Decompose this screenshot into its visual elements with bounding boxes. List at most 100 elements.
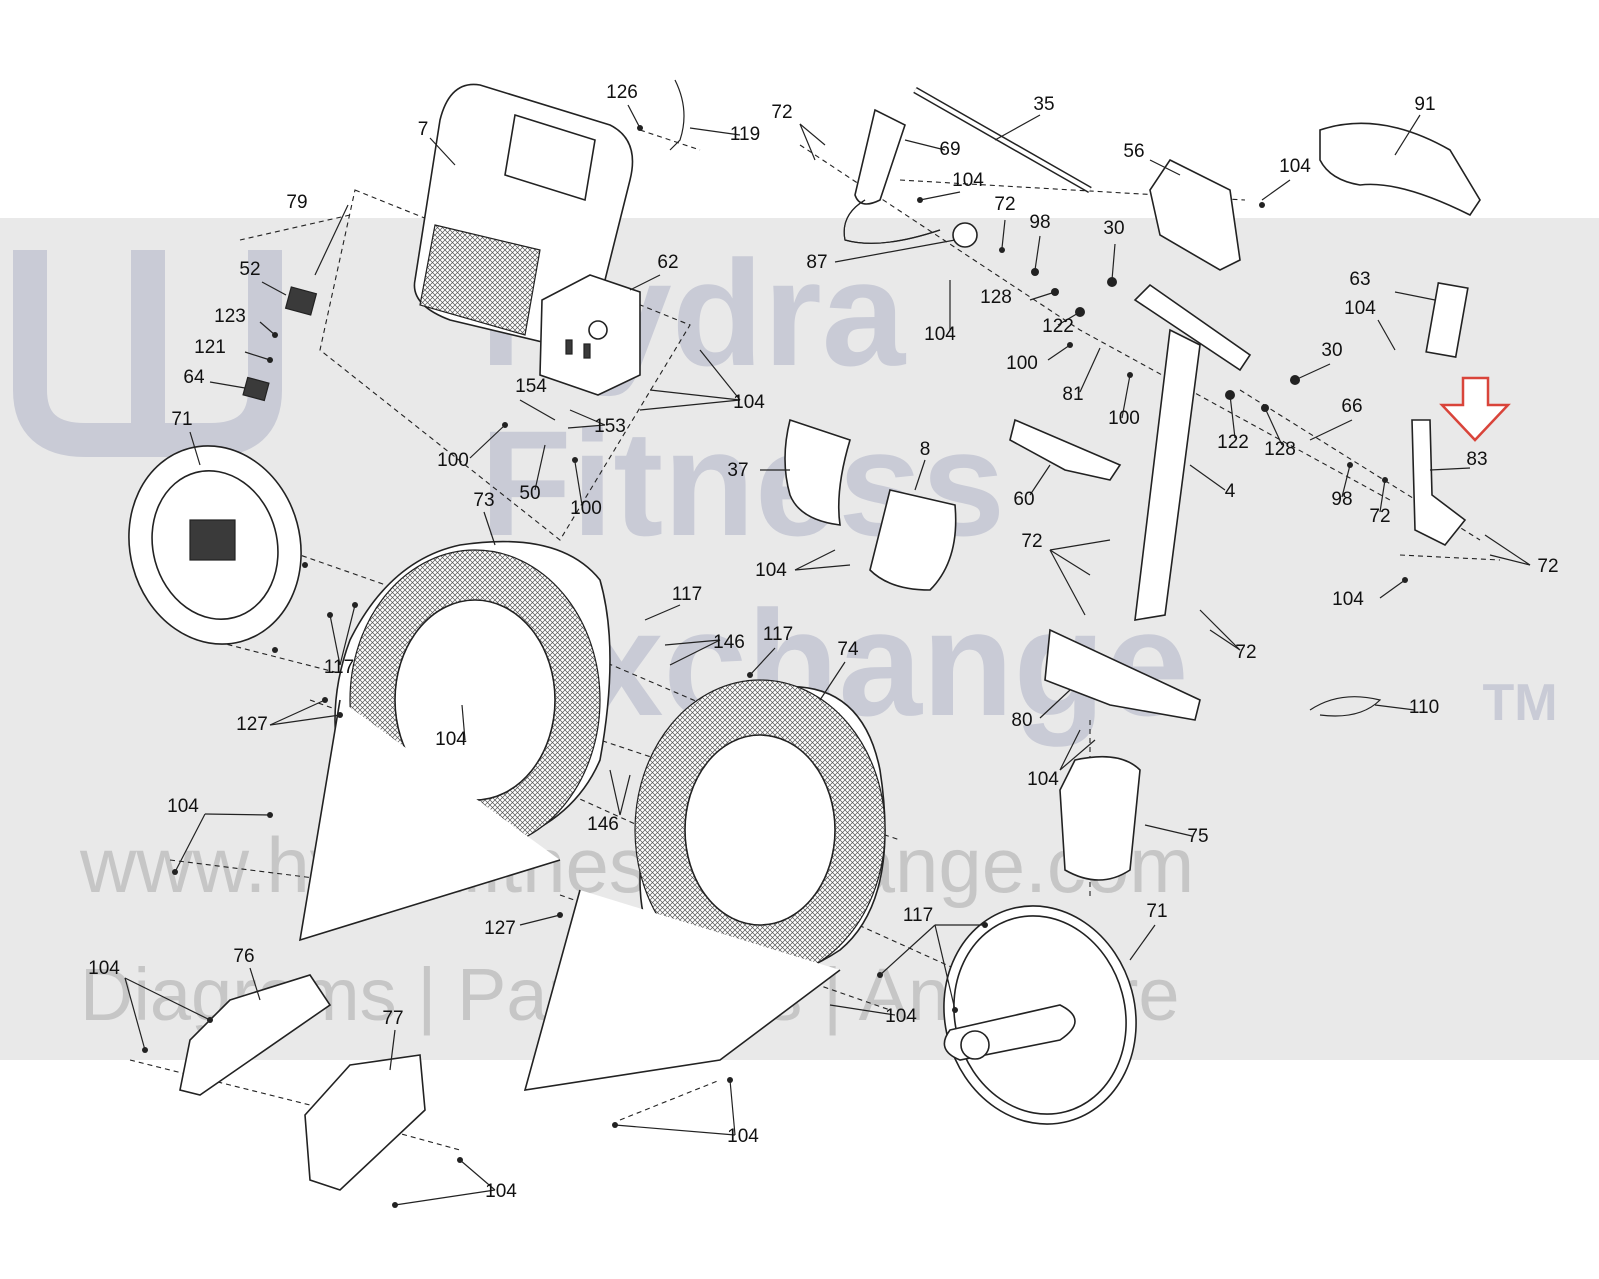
part-callout-label: 119 bbox=[730, 124, 760, 145]
part-callout-label: 104 bbox=[435, 729, 467, 750]
fastener-dots bbox=[142, 125, 1408, 1208]
part-callout-label: 74 bbox=[837, 639, 859, 660]
part-callout-label: 117 bbox=[324, 657, 354, 678]
part-callout-label: 117 bbox=[903, 905, 933, 926]
part-callout-label: 72 bbox=[994, 194, 1015, 215]
part-callout-label: 63 bbox=[1349, 269, 1370, 290]
callout-leader-lines bbox=[124, 104, 1531, 1206]
watermark-logo bbox=[13, 250, 282, 457]
part-callout-label: 104 bbox=[924, 324, 956, 345]
part-hardware-stack bbox=[242, 204, 349, 402]
part-callout-label: 7 bbox=[418, 119, 429, 140]
part-callout-label: 72 bbox=[771, 102, 792, 123]
part-callout-label: 117 bbox=[763, 624, 793, 645]
part-callout-label: 127 bbox=[484, 918, 516, 939]
part-cable-110 bbox=[1309, 696, 1382, 717]
part-callout-label: 72 bbox=[1235, 642, 1256, 663]
part-callout-label: 8 bbox=[920, 439, 931, 460]
part-callout-label: 117 bbox=[672, 584, 702, 605]
part-callout-label: 104 bbox=[885, 1006, 917, 1027]
part-left-shroud bbox=[298, 540, 611, 942]
part-callout-label: 75 bbox=[1187, 826, 1208, 847]
part-callout-label: 52 bbox=[239, 259, 260, 280]
part-callout-label: 100 bbox=[1108, 408, 1140, 429]
part-callout-label: 76 bbox=[233, 946, 254, 967]
callout-labels: 126 119 7 72 35 91 69 56 104 104 79 72 98 30 87 62 52 128… bbox=[88, 82, 1558, 1202]
part-callout-label: 110 bbox=[1409, 697, 1439, 718]
part-callout-label: 72 bbox=[1369, 506, 1390, 527]
part-callout-label: 146 bbox=[713, 632, 745, 653]
part-flywheel-left bbox=[128, 445, 302, 645]
part-callout-label: 64 bbox=[183, 367, 205, 388]
part-right-shroud bbox=[523, 679, 886, 1091]
part-callout-label: 100 bbox=[570, 498, 602, 519]
part-callout-label: 128 bbox=[1264, 439, 1296, 460]
part-cover-37 bbox=[784, 418, 851, 526]
part-callout-label: 122 bbox=[1042, 316, 1074, 337]
part-callout-label: 71 bbox=[1146, 901, 1167, 922]
part-callout-label: 50 bbox=[519, 483, 540, 504]
part-callout-label: 100 bbox=[437, 450, 469, 471]
part-stabilizer-cover-75 bbox=[1059, 755, 1141, 881]
part-callout-label: 80 bbox=[1011, 710, 1032, 731]
part-callout-label: 73 bbox=[473, 490, 494, 511]
part-callout-label: 37 bbox=[727, 460, 748, 481]
part-callout-label: 100 bbox=[1006, 353, 1038, 374]
part-cover-60 bbox=[1009, 418, 1122, 481]
part-cover-8 bbox=[869, 489, 957, 591]
part-callout-label: 69 bbox=[939, 139, 960, 160]
part-bracket-plate bbox=[539, 274, 641, 396]
part-callout-label: 122 bbox=[1217, 432, 1249, 453]
part-callout-label: 104 bbox=[1027, 769, 1059, 790]
part-callout-label: 30 bbox=[1103, 218, 1124, 239]
part-cable-119 bbox=[669, 79, 685, 151]
part-callout-label: 98 bbox=[1331, 489, 1352, 510]
part-callout-label: 104 bbox=[952, 170, 984, 191]
part-flywheel-right bbox=[943, 905, 1137, 1125]
part-callout-label: 154 bbox=[515, 376, 547, 397]
part-callout-label: 123 bbox=[214, 306, 246, 327]
part-left-handlebar bbox=[843, 108, 978, 248]
part-top-cover-91 bbox=[1319, 122, 1481, 217]
part-callout-label: 72 bbox=[1537, 556, 1558, 577]
part-callout-label: 104 bbox=[1332, 589, 1364, 610]
part-callout-label: 56 bbox=[1123, 141, 1144, 162]
part-callout-label: 104 bbox=[733, 392, 765, 413]
part-callout-label: 62 bbox=[657, 252, 678, 273]
part-callout-label: 98 bbox=[1029, 212, 1050, 233]
part-callout-label: 104 bbox=[1344, 298, 1376, 319]
part-lower-bracket-80 bbox=[1044, 628, 1201, 721]
part-cover-56 bbox=[1149, 158, 1241, 271]
part-callout-label: 30 bbox=[1321, 340, 1342, 361]
part-callout-label: 104 bbox=[88, 958, 120, 979]
part-callout-label: 104 bbox=[1279, 156, 1311, 177]
part-console bbox=[413, 83, 634, 346]
part-right-handlebar bbox=[1411, 282, 1469, 547]
part-callout-label: 71 bbox=[171, 409, 192, 430]
part-callout-label: 66 bbox=[1341, 396, 1362, 417]
part-callout-label: 121 bbox=[194, 337, 226, 358]
part-callout-label: 127 bbox=[236, 714, 268, 735]
part-callout-label: 87 bbox=[806, 252, 827, 273]
part-callout-label: 35 bbox=[1033, 94, 1054, 115]
part-callout-label: 77 bbox=[382, 1008, 403, 1029]
part-upright-frame bbox=[1133, 283, 1252, 621]
part-callout-label: 72 bbox=[1021, 531, 1042, 552]
part-callout-label: 104 bbox=[485, 1181, 517, 1202]
part-callout-label: 60 bbox=[1013, 489, 1034, 510]
part-callout-label: 126 bbox=[606, 82, 638, 103]
part-callout-label: 79 bbox=[286, 192, 307, 213]
part-callout-label: 81 bbox=[1062, 384, 1083, 405]
part-callout-label: 104 bbox=[755, 560, 787, 581]
part-callout-label: 4 bbox=[1225, 481, 1236, 502]
part-callout-label: 104 bbox=[167, 796, 199, 817]
watermark-trademark: TM bbox=[1482, 674, 1557, 732]
part-callout-label: 83 bbox=[1466, 449, 1487, 470]
part-callout-label: 91 bbox=[1414, 94, 1435, 115]
part-callout-label: 146 bbox=[587, 814, 619, 835]
part-callout-label: 153 bbox=[594, 416, 626, 437]
highlight-arrow-icon bbox=[1439, 376, 1511, 442]
part-callout-label: 128 bbox=[980, 287, 1012, 308]
part-rear-cover-76 bbox=[179, 974, 332, 1096]
